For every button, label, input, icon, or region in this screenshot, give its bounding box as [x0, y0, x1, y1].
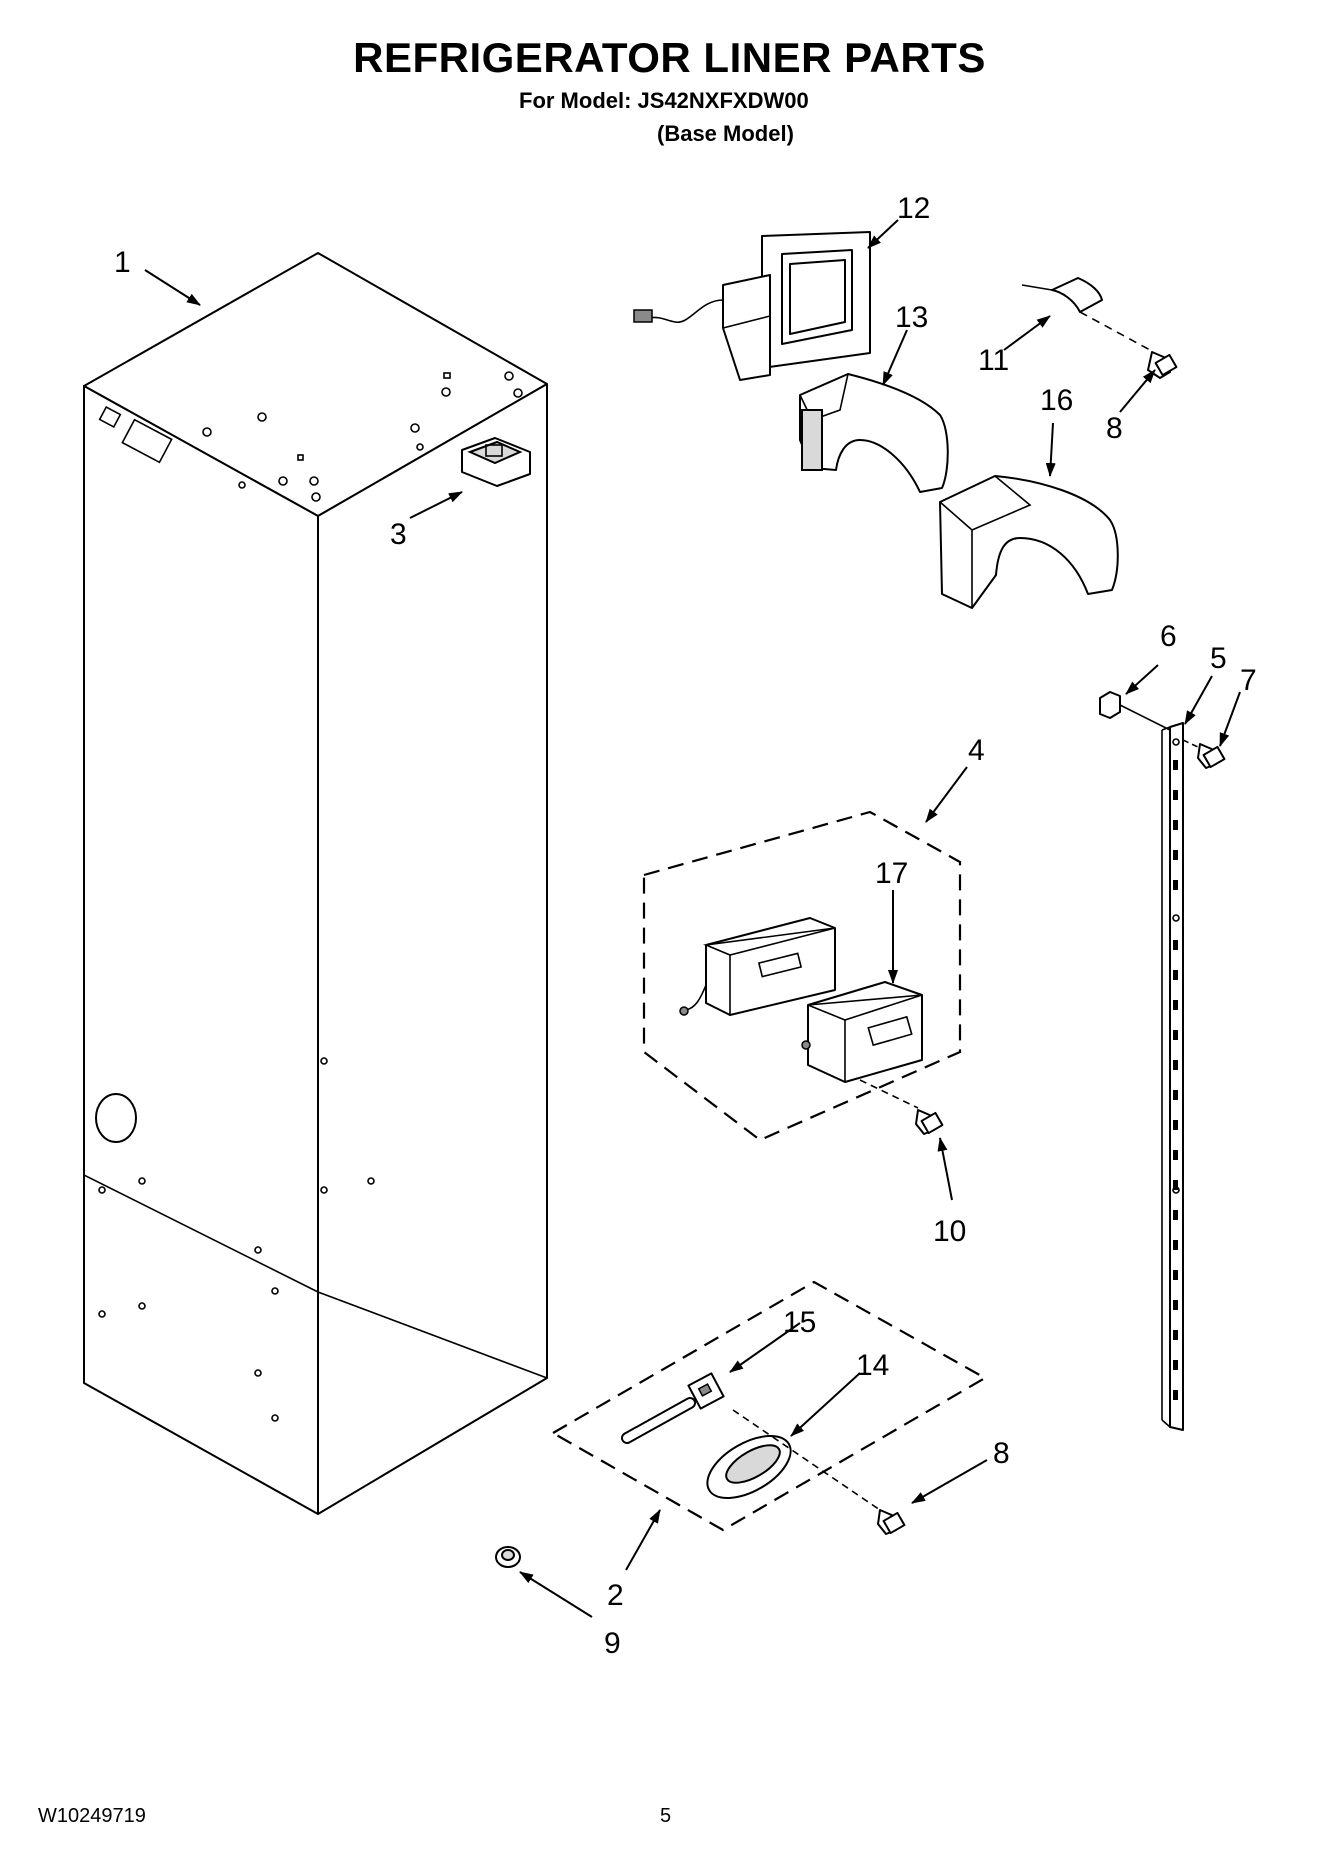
- light-cover-part: [799, 373, 949, 493]
- rail-clip-part-6: [1099, 691, 1171, 731]
- leader-arrows: [144, 219, 1241, 1618]
- callout-8-top: 8: [1106, 412, 1123, 445]
- liner-cabinet: [83, 252, 548, 1515]
- sensor-part-15: [621, 1372, 725, 1444]
- callout-11: 11: [978, 344, 1009, 377]
- callout-4: 4: [968, 734, 985, 767]
- document-number: W10249719: [38, 1805, 146, 1827]
- callout-13: 13: [895, 301, 928, 334]
- base-model-label: (Base Model): [657, 121, 794, 146]
- callout-8-bottom: 8: [993, 1437, 1010, 1470]
- control-module-part: [679, 917, 836, 1016]
- kit-outline-2: [550, 1280, 988, 1532]
- callout-17: 17: [875, 857, 908, 890]
- callout-3: 3: [390, 518, 407, 551]
- callout-15: 15: [783, 1306, 816, 1339]
- top-connector-part: [461, 437, 531, 487]
- light-housing-part: [633, 231, 871, 381]
- page-title: REFRIGERATOR LINER PARTS: [353, 34, 986, 81]
- module-cover-part-17: [801, 981, 923, 1109]
- bracket-part-11: [1021, 277, 1151, 351]
- callout-1: 1: [114, 246, 131, 279]
- callout-12: 12: [897, 192, 930, 225]
- callout-10: 10: [933, 1215, 966, 1248]
- cover-part-16: [939, 475, 1119, 609]
- callout-6: 6: [1160, 620, 1177, 653]
- plug-part-9: [495, 1546, 521, 1568]
- shelf-rail-part: [1161, 722, 1184, 1431]
- screw-icon: [877, 1509, 906, 1535]
- callout-14: 14: [856, 1349, 889, 1382]
- callout-5: 5: [1210, 642, 1227, 675]
- screw-icon: [1182, 739, 1226, 769]
- callout-9: 9: [604, 1627, 621, 1660]
- screw-icon: [915, 1109, 944, 1135]
- model-line: For Model: JS42NXFXDW00: [519, 88, 809, 113]
- callout-16: 16: [1040, 384, 1073, 417]
- light-lens-part-14: [706, 1409, 881, 1511]
- callout-2: 2: [607, 1579, 624, 1612]
- callout-7: 7: [1240, 664, 1257, 697]
- kit-outline-4: [642, 810, 962, 1142]
- page-number: 5: [660, 1805, 672, 1827]
